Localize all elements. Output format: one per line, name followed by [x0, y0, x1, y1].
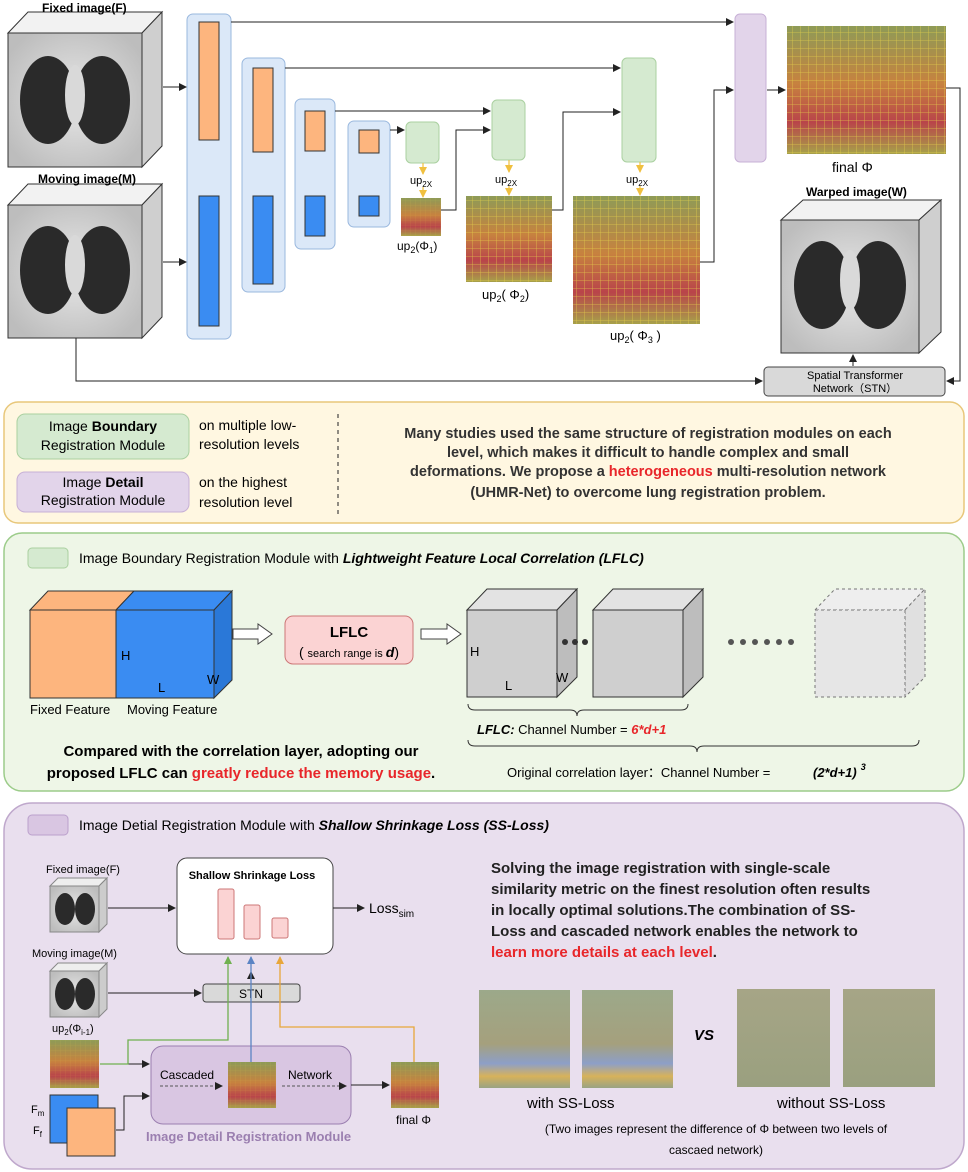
ss-fixed-label: Fixed image(F)	[46, 864, 120, 876]
correlation-cubes	[465, 587, 927, 699]
svg-text:Shallow Shrinkage Loss: Shallow Shrinkage Loss	[189, 870, 316, 882]
module-label: Image Detail Registration Module	[146, 1129, 351, 1144]
vs-label: VS	[694, 1027, 714, 1044]
fm-label: Fm	[31, 1104, 45, 1118]
svg-text:Compared with the correlation: Compared with the correlation layer, ado…	[63, 743, 418, 760]
stn-line2: Network（STN）	[813, 382, 897, 395]
svg-text:Registration Module: Registration Module	[41, 492, 166, 508]
up-phi1-label: up2(Φ1)	[397, 239, 437, 255]
moving-image-title: Moving image(M)	[38, 172, 136, 186]
legend-boundary: Image Boundary Registration Module on mu…	[16, 413, 299, 460]
with-ssloss-label: with SS-Loss	[526, 1095, 615, 1112]
up-phi2-label: up2( Φ2)	[482, 287, 529, 304]
note-line1: (Two images represent the difference of …	[545, 1122, 888, 1136]
svg-text:similarity metric on the fines: similarity metric on the finest resoluti…	[491, 881, 870, 898]
svg-text:Image Boundary: Image Boundary	[49, 418, 157, 434]
ssloss-title: Image Detial Registration Module with Sh…	[79, 817, 549, 833]
stn-box: Spatial Transformer Network（STN）	[763, 366, 946, 397]
dim-W: W	[207, 672, 220, 687]
svg-text:resolution level: resolution level	[199, 494, 292, 510]
ss-upphi-image	[50, 1040, 99, 1088]
lflc-title: Image Boundary Registration Module with …	[79, 550, 644, 566]
svg-text:Solving the image registration: Solving the image registration with sing…	[491, 860, 830, 877]
ss-loss-box: Shallow Shrinkage Loss	[176, 857, 334, 955]
svg-text:Registration Module: Registration Module	[41, 437, 166, 453]
svg-text:level, which makes it difficul: level, which makes it difficult to handl…	[447, 445, 849, 461]
ss-final-phi-label: final Φ	[396, 1113, 431, 1127]
ss-moving-label: Moving image(M)	[32, 948, 117, 960]
lflc-compare-text: Compared with the correlation layer, ado…	[47, 743, 435, 782]
ssloss-legend-swatch	[27, 814, 69, 836]
braces	[467, 703, 920, 753]
dim-H2: H	[470, 644, 479, 659]
dim-L2: L	[505, 678, 512, 693]
original-channel-number: Original correlation layer：Channel Numbe…	[507, 765, 770, 780]
ss-fixed-cube	[48, 876, 109, 934]
comparison-images	[479, 989, 935, 1088]
svg-text:learn more details at each lev: learn more details at each level.	[491, 944, 717, 961]
ss-up-label: up2(Φi-1)	[52, 1023, 94, 1037]
dim-H: H	[121, 648, 130, 663]
legend-detail: Image Detail Registration Module on the …	[16, 471, 292, 513]
svg-text:LFLC: LFLC	[330, 624, 368, 641]
warped-image-cube	[779, 198, 943, 355]
summary-text: Many studies used the same structure of …	[404, 426, 891, 501]
ssloss-description: Solving the image registration with sing…	[491, 860, 870, 961]
lflc-legend-swatch	[27, 547, 69, 569]
original-channel-value: (2*d+1)3	[813, 762, 866, 780]
svg-text:resolution levels: resolution levels	[199, 436, 299, 452]
decoder-blocks	[405, 13, 767, 164]
ss-color-arrows	[100, 956, 415, 1065]
lflc-box: LFLC ( search range is d)	[284, 615, 414, 665]
lflc-channel-number: LFLC: Channel Number = 6*d+1	[477, 722, 666, 737]
ssloss-panel	[3, 802, 965, 1170]
loss-sim-label: Losssim	[369, 900, 414, 920]
encoder-blocks	[186, 13, 391, 340]
svg-text:Many studies used the same str: Many studies used the same structure of …	[404, 426, 891, 442]
final-flow-field	[787, 26, 946, 154]
fixed-feature-label: Fixed Feature	[30, 702, 110, 717]
hollow-arrows	[232, 623, 462, 645]
svg-text:proposed LFLC can greatly redu: proposed LFLC can greatly reduce the mem…	[47, 765, 435, 782]
svg-text:Loss and cascaded network enab: Loss and cascaded network enables the ne…	[491, 923, 858, 940]
moving-image-cube	[6, 182, 164, 340]
upsample-arrows	[419, 160, 644, 198]
svg-text:in locally optimal solutions.T: in locally optimal solutions.The combina…	[491, 902, 855, 919]
summary-panel	[3, 401, 965, 524]
network-label: Network	[288, 1068, 333, 1082]
ff-label: Ff	[33, 1125, 43, 1139]
ss-final-phi-image	[391, 1062, 439, 1108]
feature-cubes	[28, 589, 234, 700]
svg-text:Image Detail: Image Detail	[63, 474, 144, 490]
up2x-label-2: up2X	[495, 174, 518, 188]
without-ssloss-label: without SS-Loss	[776, 1095, 885, 1112]
flow-field-phi1	[401, 198, 441, 236]
dim-W2: W	[556, 670, 569, 685]
svg-text:( search range is d): ( search range is d)	[299, 644, 399, 660]
final-phi-label: final Φ	[832, 159, 873, 175]
fixed-image-cube	[6, 10, 164, 169]
note-line2: cascaed network)	[669, 1143, 763, 1157]
flow-field-phi3	[573, 196, 700, 324]
moving-feature-label: Moving Feature	[127, 702, 217, 717]
dim-L: L	[158, 680, 165, 695]
up-phi3-label: up2( Φ3 )	[610, 328, 661, 345]
svg-text:(UHMR-Net) to overcome lung re: (UHMR-Net) to overcome lung registration…	[470, 485, 825, 501]
svg-text:on multiple low-: on multiple low-	[199, 417, 297, 433]
fixed-image-title: Fixed image(F)	[42, 1, 127, 15]
warped-image-title: Warped image(W)	[806, 185, 907, 199]
svg-text:deformations. We propose a het: deformations. We propose a heterogeneous…	[410, 464, 887, 480]
stn-line1: Spatial Transformer	[807, 370, 903, 382]
top-arrows	[75, 18, 961, 385]
up2x-label-1: up2X	[410, 175, 433, 189]
flow-field-phi2	[466, 196, 552, 282]
cascaded-module: Cascaded Network	[150, 1045, 352, 1125]
cascaded-label: Cascaded	[160, 1068, 214, 1082]
svg-text:on the highest: on the highest	[199, 474, 287, 490]
up2x-label-3: up2X	[626, 174, 649, 188]
ss-moving-cube	[48, 961, 109, 1019]
ss-feature-blocks	[49, 1094, 116, 1157]
